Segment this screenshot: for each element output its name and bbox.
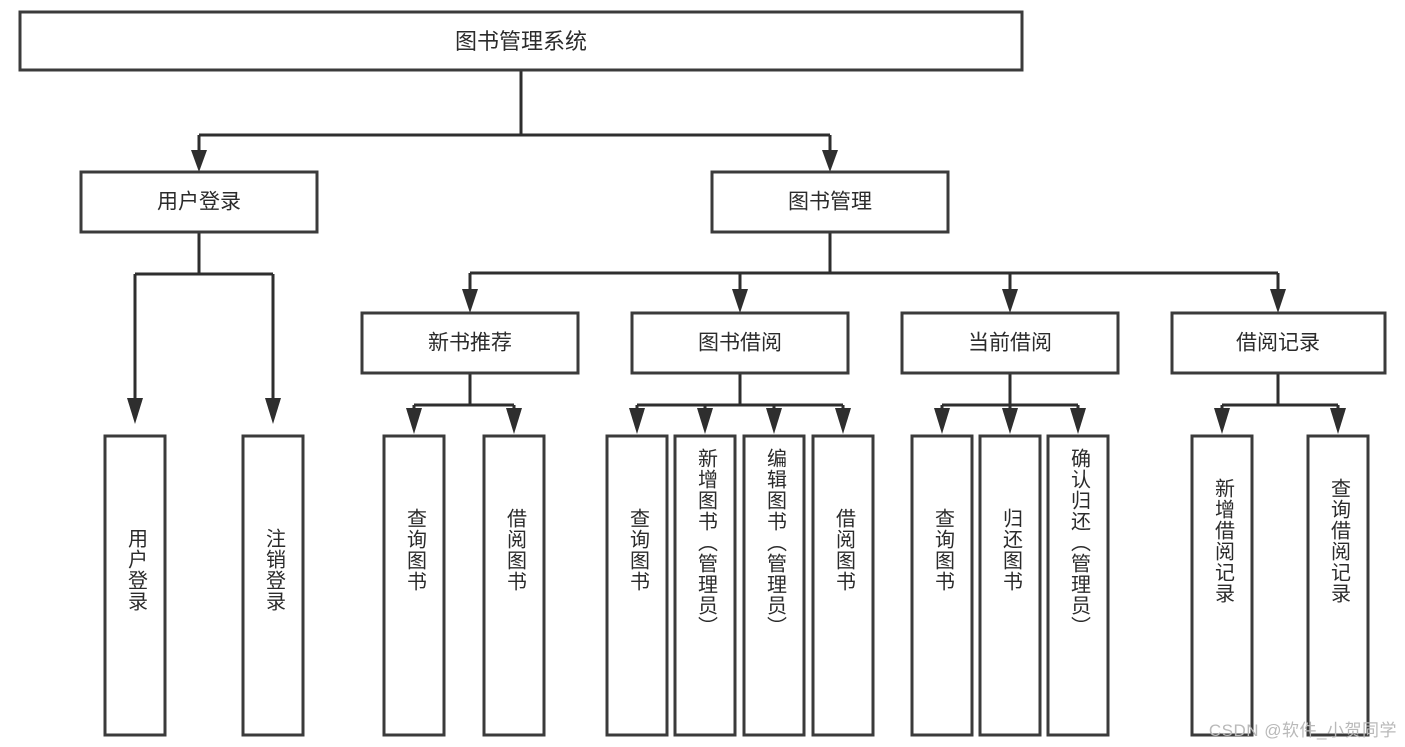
node-root-label: 图书管理系统 (455, 29, 587, 54)
leaf-box-group (103, 434, 1370, 737)
node-leaf-add-book-box[interactable] (673, 434, 737, 737)
node-new-book-recommend-box[interactable] (360, 311, 580, 375)
node-root[interactable]: 图书管理系统 (18, 10, 1024, 72)
node-leaf-borrow-book-1-box[interactable] (482, 434, 546, 737)
node-user-login-label: 用户登录 (157, 191, 241, 214)
node-root-box[interactable] (18, 10, 1024, 72)
arrow-head-current-borrow (1002, 289, 1018, 313)
arrow-head-leaf-borrow-book-2 (835, 408, 851, 434)
arrow-head-leaf-query-book-3 (934, 408, 950, 434)
node-leaf-query-record-box[interactable] (1306, 434, 1370, 737)
node-leaf-user-login-box[interactable] (103, 434, 167, 737)
node-borrow-record-label: 借阅记录 (1236, 332, 1320, 355)
node-leaf-logout-login-box[interactable] (241, 434, 305, 737)
arrow-head-leaf-logout-login (265, 398, 281, 424)
arrow-head-leaf-return-book (1002, 408, 1018, 434)
node-leaf-confirm-return-box[interactable] (1046, 434, 1110, 737)
arrow-head-book-borrow (732, 289, 748, 313)
node-current-borrow[interactable]: 当前借阅 (900, 311, 1120, 375)
node-leaf-query-book-3-box[interactable] (910, 434, 974, 737)
node-current-borrow-box[interactable] (900, 311, 1120, 375)
arrow-head-leaf-add-record (1214, 408, 1230, 434)
arrow-head-book-manage (822, 150, 838, 172)
csdn-watermark: CSDN @软件_小贺同学 (1208, 721, 1397, 740)
arrow-head-user-login (191, 150, 207, 172)
arrow-head-leaf-edit-book (766, 408, 782, 434)
node-book-borrow-box[interactable] (630, 311, 850, 375)
node-current-borrow-label: 当前借阅 (968, 332, 1052, 355)
node-book-borrow[interactable]: 图书借阅 (630, 311, 850, 375)
arrow-head-leaf-query-book-2 (629, 408, 645, 434)
arrow-head-borrow-record (1270, 289, 1286, 313)
node-leaf-borrow-book-2-box[interactable] (811, 434, 875, 737)
arrow-head-leaf-borrow-book-1 (506, 408, 522, 434)
arrow-head-leaf-confirm-return (1070, 408, 1086, 434)
arrow-head-leaf-query-book-1 (406, 408, 422, 434)
node-leaf-edit-book-box[interactable] (742, 434, 806, 737)
node-book-borrow-label: 图书借阅 (698, 332, 782, 355)
node-leaf-query-book-2-box[interactable] (605, 434, 669, 737)
node-new-book-recommend[interactable]: 新书推荐 (360, 311, 580, 375)
node-borrow-record-box[interactable] (1170, 311, 1387, 375)
node-leaf-return-book-box[interactable] (978, 434, 1042, 737)
node-leaf-add-record-box[interactable] (1190, 434, 1254, 737)
node-user-login-box[interactable] (79, 170, 319, 234)
node-leaf-query-book-1-box[interactable] (382, 434, 446, 737)
node-book-manage[interactable]: 图书管理 (710, 170, 950, 234)
node-user-login[interactable]: 用户登录 (79, 170, 319, 234)
arrow-head-leaf-query-record (1330, 408, 1346, 434)
node-borrow-record[interactable]: 借阅记录 (1170, 311, 1387, 375)
arrow-head-new-book-recommend (462, 289, 478, 313)
node-new-book-recommend-label: 新书推荐 (428, 332, 512, 355)
connector-group (127, 70, 1346, 434)
node-book-manage-box[interactable] (710, 170, 950, 234)
arrow-head-leaf-user-login (127, 398, 143, 424)
arrow-head-leaf-add-book (697, 408, 713, 434)
node-book-manage-label: 图书管理 (788, 191, 872, 214)
